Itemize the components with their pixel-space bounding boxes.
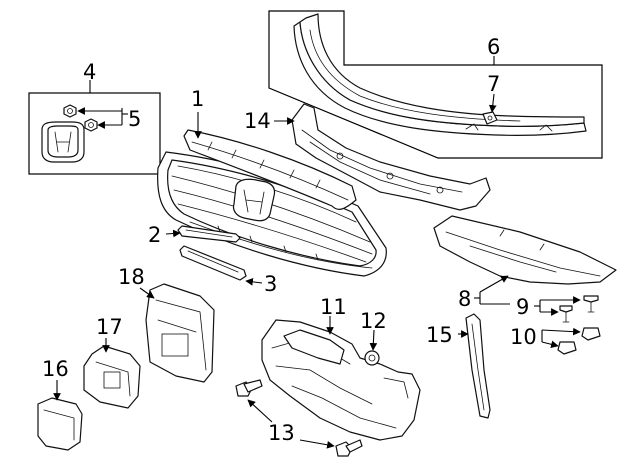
leader-lines — [53, 56, 581, 449]
callout-18: 18 — [118, 265, 145, 289]
callout-16: 16 — [42, 357, 69, 381]
sensor-bracket-part-17 — [83, 345, 141, 409]
nut-part-5a — [63, 104, 77, 118]
grille-strip-part-2 — [177, 225, 241, 243]
radar-sensor-part-16 — [37, 397, 83, 451]
front-grille-part — [157, 129, 387, 277]
callout-2: 2 — [148, 223, 161, 247]
callout-14: 14 — [244, 109, 271, 133]
callout-1: 1 — [191, 87, 204, 111]
side-bracket-part-18 — [145, 283, 215, 383]
grommet-part-12 — [364, 350, 380, 366]
upper-molding-part — [293, 13, 587, 136]
nut-part-5b — [84, 118, 98, 132]
molding-group-box — [268, 10, 603, 159]
callout-10: 10 — [510, 325, 537, 349]
callout-11: 11 — [320, 295, 347, 319]
callout-17: 17 — [96, 315, 123, 339]
under-cover-part-8 — [433, 215, 617, 285]
callout-6: 6 — [487, 35, 500, 59]
clip-part-10a — [557, 341, 577, 355]
lower-garnish-part-3 — [179, 245, 247, 281]
push-clip-part-9b — [583, 295, 599, 313]
bolt-part-13b — [335, 439, 363, 457]
callout-3: 3 — [264, 272, 277, 296]
callout-4: 4 — [83, 60, 96, 84]
emblem-part — [41, 121, 85, 163]
clip-part-7 — [482, 111, 498, 125]
clip-part-10b — [581, 327, 601, 341]
callout-15: 15 — [426, 323, 453, 347]
side-stay-part-15 — [465, 313, 491, 419]
callout-5: 5 — [128, 107, 141, 131]
emblem-group-box — [28, 92, 161, 175]
callout-7: 7 — [487, 72, 500, 96]
callout-13: 13 — [268, 421, 295, 445]
callout-8: 8 — [458, 287, 471, 311]
upper-bracket-part-14 — [291, 103, 491, 211]
callout-12: 12 — [360, 309, 387, 333]
push-clip-part-9a — [559, 305, 573, 323]
callout-9: 9 — [516, 295, 529, 319]
bolt-part-13a — [235, 379, 263, 397]
